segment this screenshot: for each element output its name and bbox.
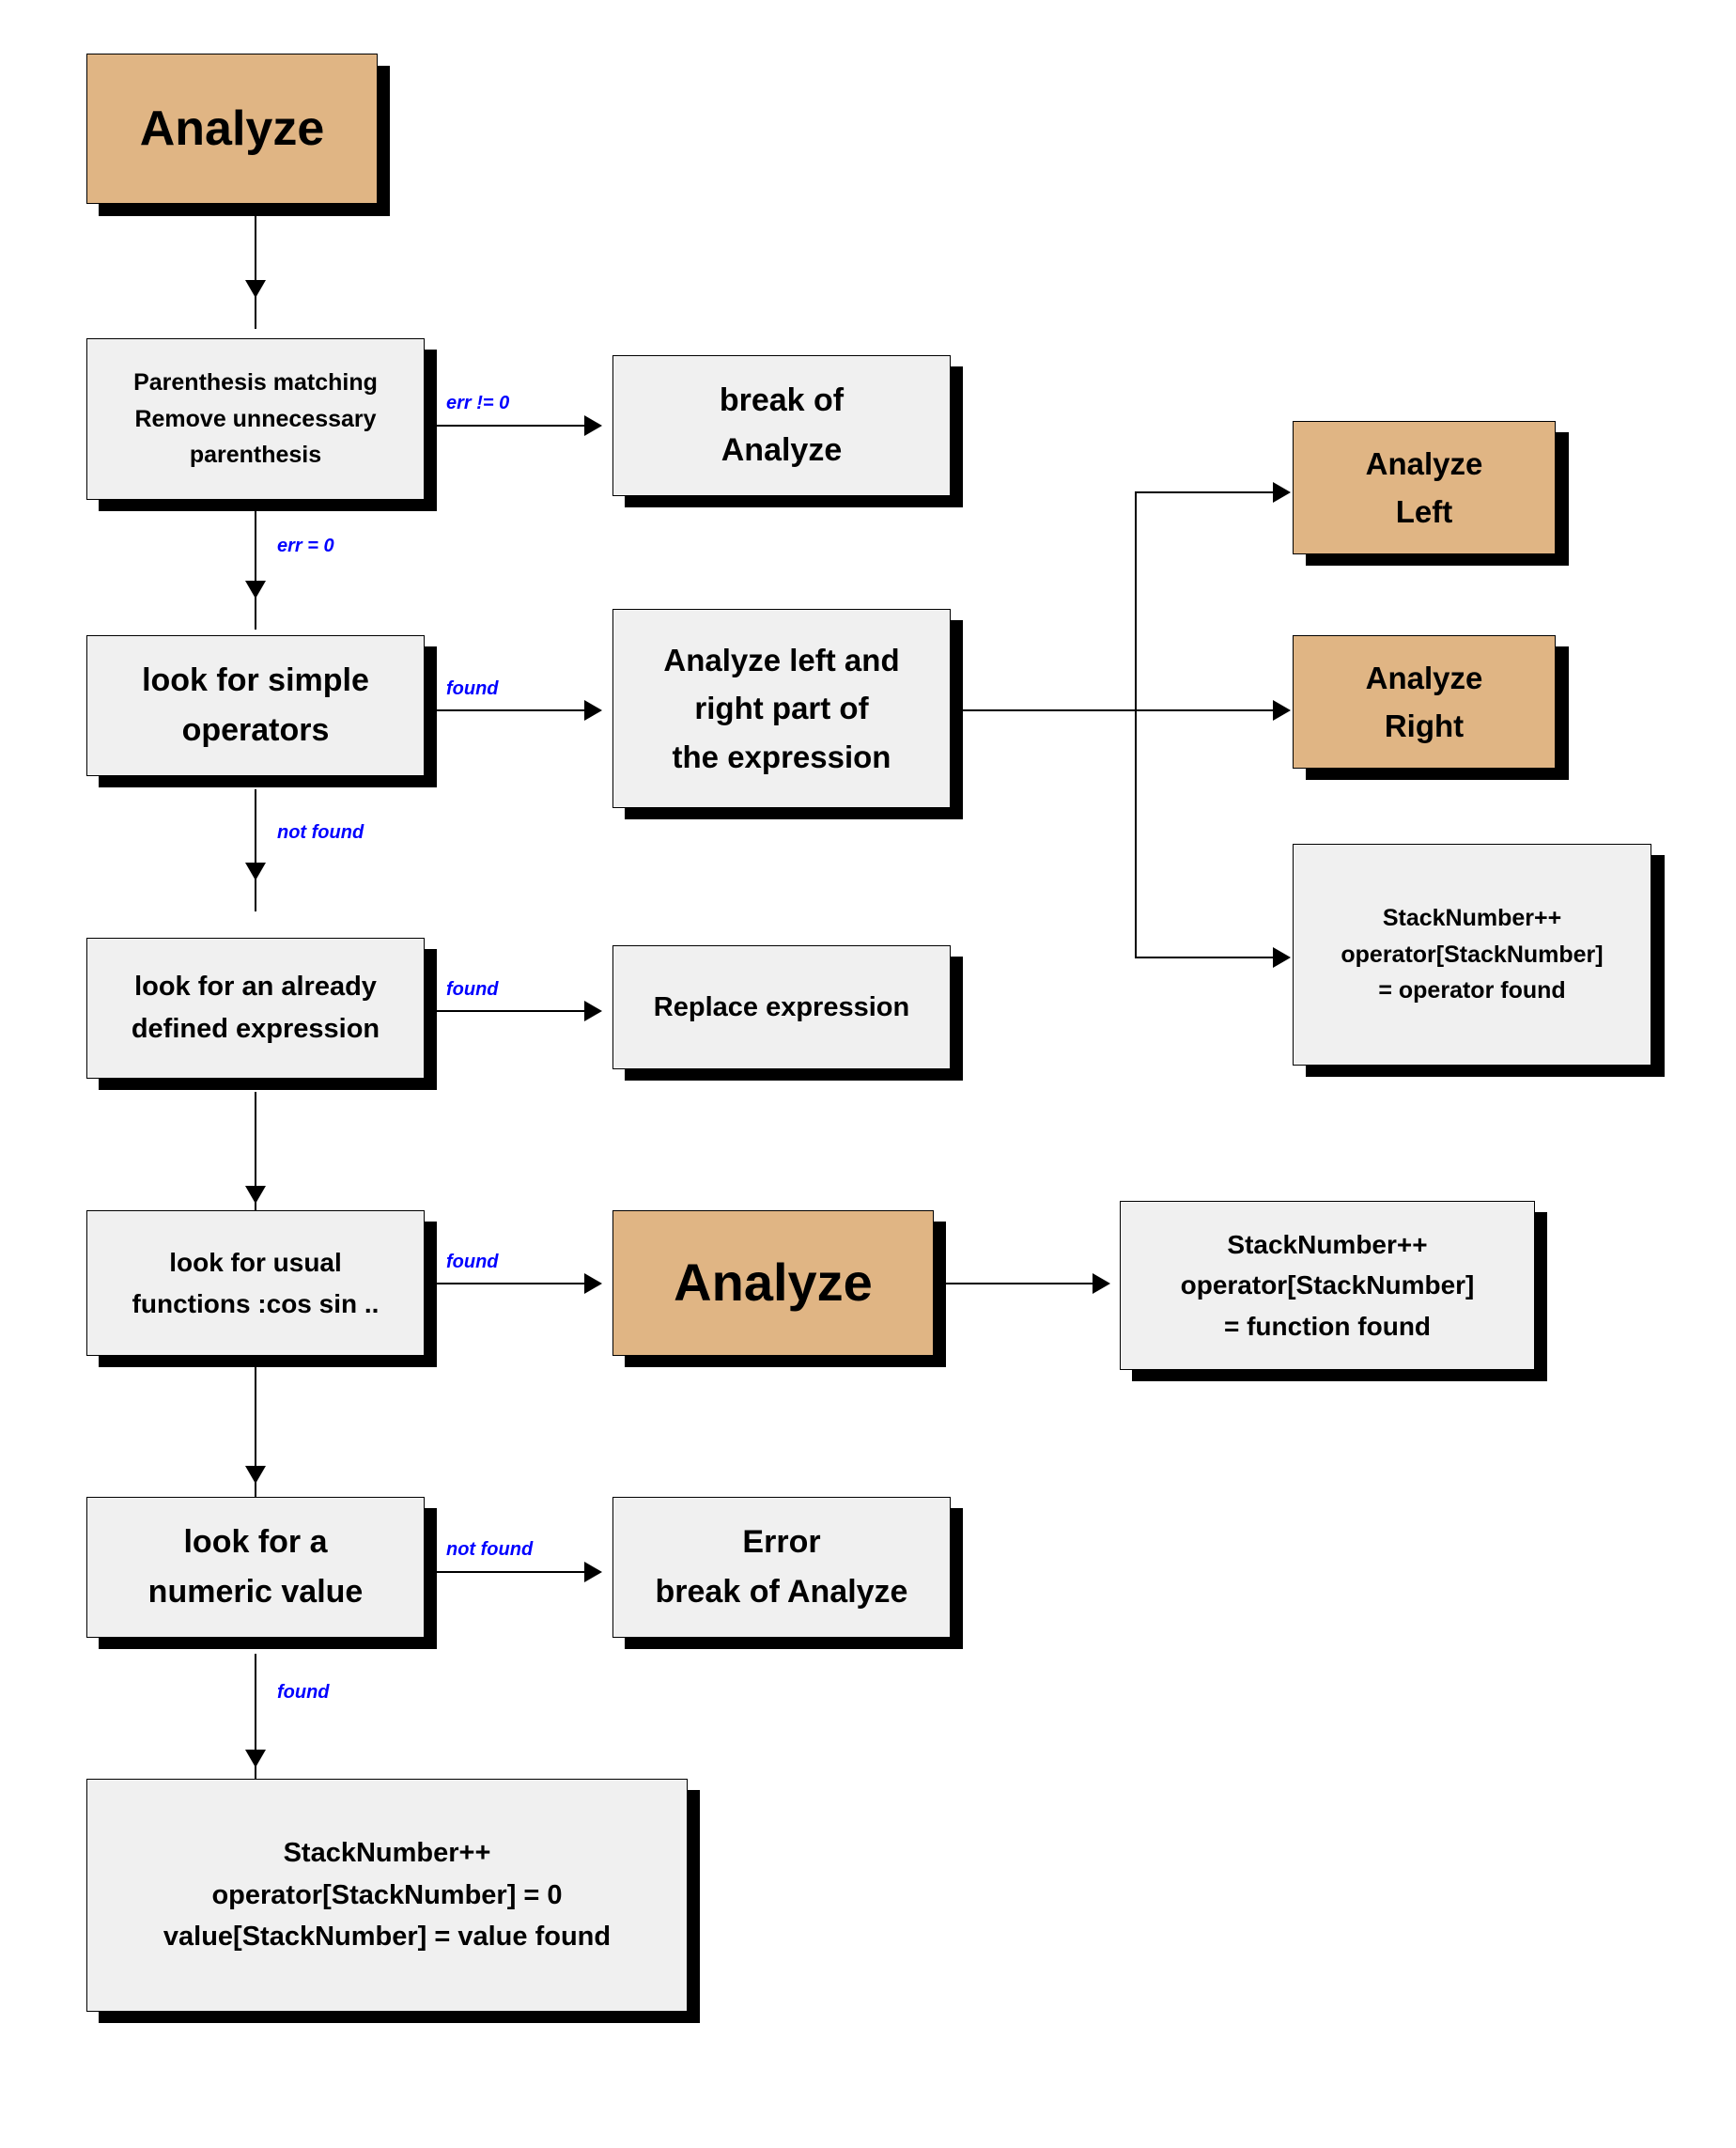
edge-label-err-not-zero: err != 0 (446, 393, 510, 413)
arrowhead-bus-to-stack-operator (1273, 947, 1291, 968)
arrowhead-operators-to-defined (245, 863, 266, 880)
edge-numeric-to-error (432, 1571, 597, 1573)
arrowhead-analyze-to-stack-function (1093, 1273, 1110, 1294)
node-look-for-simple-operators-line-1: operators (181, 712, 330, 748)
node-analyze-left-line-1: Left (1395, 494, 1453, 529)
node-error-break-of-analyze-line-0: Error (742, 1524, 821, 1561)
node-parenthesis-matching-line-2: parenthesis (189, 442, 322, 469)
node-look-for-simple-operators-line-0: look for simple (142, 662, 369, 699)
node-parenthesis-matching[interactable]: Parenthesis matching Remove unnecessary … (86, 338, 425, 500)
arrowhead-bus-to-analyze-right (1273, 700, 1291, 721)
arrowhead-functions-to-numeric (245, 1466, 266, 1484)
arrowhead-bus-to-analyze-left (1273, 482, 1291, 503)
arrowhead-numeric-to-stack-value (245, 1750, 266, 1767)
edge-parenthesis-to-break (432, 425, 597, 427)
edge-bus-to-analyze-left (1135, 491, 1285, 493)
node-analyze-left-right-part-line-2: the expression (672, 739, 891, 774)
node-stack-value-found-line-1: operator[StackNumber] = 0 (211, 1879, 563, 1910)
node-stack-value-found[interactable]: StackNumber++ operator[StackNumber] = 0 … (86, 1779, 688, 2012)
node-analyze-root[interactable]: Analyze (86, 54, 378, 204)
node-look-for-usual-functions-line-0: look for usual (169, 1248, 342, 1278)
edge-parenthesis-to-operators (255, 507, 256, 630)
edge-bus-to-analyze-right (1135, 709, 1285, 711)
node-look-for-numeric-value[interactable]: look for a numeric value (86, 1497, 425, 1638)
edge-defined-to-functions (255, 1092, 256, 1237)
edge-branch-bus (1135, 491, 1137, 958)
arrowhead-defined-to-replace (584, 1001, 602, 1021)
node-analyze-right-line-1: Right (1384, 708, 1465, 743)
node-analyze-right[interactable]: Analyze Right (1293, 635, 1556, 769)
arrowhead-operators-to-leftright (584, 700, 602, 721)
node-stack-value-found-line-2: value[StackNumber] = value found (163, 1922, 612, 1953)
arrowhead-numeric-to-error (584, 1562, 602, 1582)
edge-label-found-expression: found (446, 979, 499, 1000)
node-analyze-function[interactable]: Analyze (612, 1210, 934, 1356)
node-replace-expression[interactable]: Replace expression (612, 945, 951, 1069)
node-analyze-left-right-part-line-0: Analyze left and (663, 643, 900, 678)
edge-numeric-to-stack-value (255, 1654, 256, 1804)
node-stack-operator-found[interactable]: StackNumber++ operator[StackNumber] = op… (1293, 844, 1651, 1066)
node-analyze-left-right-part-line-1: right part of (694, 691, 869, 726)
node-look-for-simple-operators[interactable]: look for simple operators (86, 635, 425, 776)
node-analyze-root-line-0: Analyze (139, 101, 325, 156)
node-error-break-of-analyze-line-1: break of Analyze (655, 1574, 908, 1610)
edge-functions-to-numeric (255, 1367, 256, 1518)
node-break-of-analyze-line-0: break of (719, 382, 845, 419)
node-stack-function-found-line-0: StackNumber++ (1227, 1229, 1428, 1259)
node-stack-operator-found-line-0: StackNumber++ (1382, 904, 1562, 931)
node-stack-value-found-line-0: StackNumber++ (283, 1837, 491, 1868)
node-look-for-defined-expression-line-0: look for an already (134, 972, 377, 1003)
node-error-break-of-analyze[interactable]: Error break of Analyze (612, 1497, 951, 1638)
arrowhead-parenthesis-to-operators (245, 581, 266, 599)
arrowhead-parenthesis-to-break (584, 415, 602, 436)
node-look-for-defined-expression[interactable]: look for an already defined expression (86, 938, 425, 1079)
edge-leftright-to-bus (953, 709, 1137, 711)
arrowhead-functions-to-analyze (584, 1273, 602, 1294)
node-analyze-left[interactable]: Analyze Left (1293, 421, 1556, 554)
node-replace-expression-line-0: Replace expression (653, 991, 910, 1022)
edge-label-found-functions: found (446, 1252, 499, 1272)
edge-root-to-parenthesis (255, 207, 256, 329)
node-stack-function-found-line-1: operator[StackNumber] (1180, 1270, 1475, 1300)
node-look-for-defined-expression-line-1: defined expression (131, 1014, 380, 1044)
node-stack-function-found-line-2: = function found (1223, 1311, 1432, 1341)
edge-label-not-found-numeric: not found (446, 1539, 534, 1560)
node-look-for-numeric-value-line-1: numeric value (147, 1574, 364, 1610)
node-analyze-right-line-0: Analyze (1365, 660, 1483, 695)
node-stack-operator-found-line-2: = operator found (1378, 977, 1566, 1004)
arrowhead-defined-to-functions (245, 1186, 266, 1204)
node-analyze-function-line-0: Analyze (674, 1253, 873, 1313)
node-break-of-analyze-line-1: Analyze (721, 432, 843, 468)
node-parenthesis-matching-line-1: Remove unnecessary (134, 405, 377, 432)
arrowhead-root-to-parenthesis (245, 280, 266, 298)
edge-label-found-numeric: found (277, 1682, 330, 1703)
edge-bus-to-stack-operator (1135, 957, 1285, 958)
edge-label-found-operators: found (446, 678, 499, 699)
node-look-for-usual-functions[interactable]: look for usual functions :cos sin .. (86, 1210, 425, 1356)
edge-operators-to-leftright (432, 709, 597, 711)
edge-label-not-found-operators: not found (277, 822, 364, 843)
edge-label-err-zero: err = 0 (277, 536, 334, 556)
node-analyze-left-right-part[interactable]: Analyze left and right part of the expre… (612, 609, 951, 808)
node-stack-function-found[interactable]: StackNumber++ operator[StackNumber] = fu… (1120, 1201, 1535, 1370)
node-stack-operator-found-line-1: operator[StackNumber] (1341, 941, 1604, 968)
edge-functions-to-analyze (432, 1283, 597, 1284)
edge-analyze-to-stack-function (937, 1283, 1101, 1284)
node-look-for-usual-functions-line-1: functions :cos sin .. (132, 1288, 380, 1318)
edge-defined-to-replace (432, 1010, 597, 1012)
node-break-of-analyze[interactable]: break of Analyze (612, 355, 951, 496)
node-analyze-left-line-0: Analyze (1365, 445, 1483, 481)
node-parenthesis-matching-line-0: Parenthesis matching (133, 368, 378, 396)
node-look-for-numeric-value-line-0: look for a (183, 1524, 328, 1561)
edge-operators-to-defined (255, 789, 256, 911)
